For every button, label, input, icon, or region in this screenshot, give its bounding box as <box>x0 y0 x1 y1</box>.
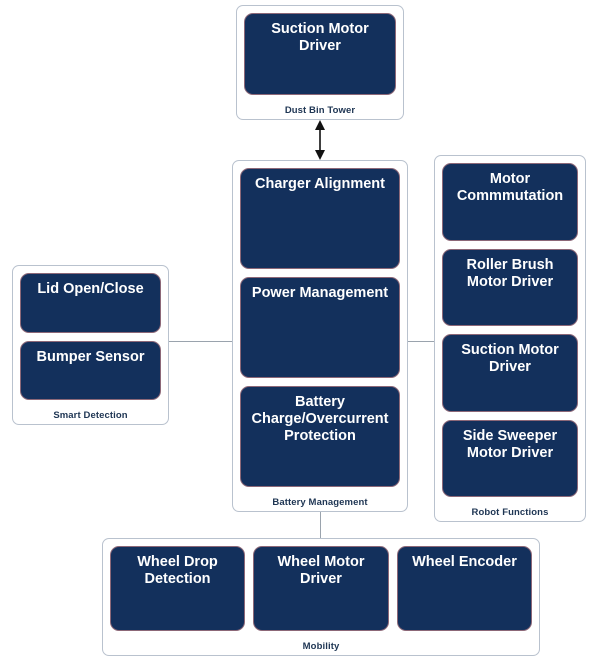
block-wheel-motor-driver[interactable]: Wheel Motor Driver <box>253 546 389 631</box>
block-side-sweeper-motor-driver[interactable]: Side Sweeper Motor Driver <box>442 419 578 497</box>
connector-smart-detection-to-battery-management <box>169 341 232 342</box>
group-label-mobility: Mobility <box>302 641 340 652</box>
block-lid-open-close[interactable]: Lid Open/Close <box>20 273 161 333</box>
connector-battery-management-to-mobility <box>320 512 321 538</box>
block-wheel-drop-detection[interactable]: Wheel Drop Detection <box>110 546 246 631</box>
block-wheel-encoder[interactable]: Wheel Encoder <box>396 546 532 631</box>
group-mobility-blocks: Wheel Drop Detection Wheel Motor Driver … <box>103 539 539 638</box>
group-mobility: Wheel Drop Detection Wheel Motor Driver … <box>102 538 540 656</box>
group-smart-detection: Lid Open/Close Bumper Sensor Smart Detec… <box>12 265 169 425</box>
block-suction-motor-driver-robot-functions[interactable]: Suction Motor Driver <box>442 334 578 412</box>
group-battery-management-blocks: Charger Alignment Power Management Batte… <box>233 161 407 494</box>
block-motor-commutation[interactable]: Motor Commmutation <box>442 163 578 241</box>
group-battery-management: Charger Alignment Power Management Batte… <box>232 160 408 512</box>
group-label-battery-management: Battery Management <box>272 497 368 508</box>
group-smart-detection-blocks: Lid Open/Close Bumper Sensor <box>13 266 168 407</box>
group-robot-functions: Motor Commmutation Roller Brush Motor Dr… <box>434 155 586 522</box>
block-power-management[interactable]: Power Management <box>240 277 400 378</box>
group-robot-functions-blocks: Motor Commmutation Roller Brush Motor Dr… <box>435 156 585 504</box>
block-charger-alignment[interactable]: Charger Alignment <box>240 168 400 269</box>
group-dust-bin-tower: Suction Motor Driver Dust Bin Tower <box>236 5 404 120</box>
group-label-smart-detection: Smart Detection <box>53 410 128 421</box>
group-label-dust-bin-tower: Dust Bin Tower <box>284 105 356 116</box>
block-suction-motor-driver-dust-bin[interactable]: Suction Motor Driver <box>244 13 396 95</box>
connector-dust-bin-tower-to-battery-management <box>313 120 327 160</box>
group-dust-bin-tower-blocks: Suction Motor Driver <box>237 6 403 102</box>
group-label-robot-functions: Robot Functions <box>471 507 549 518</box>
connector-battery-management-to-robot-functions <box>408 341 434 342</box>
block-battery-charge-overcurrent-protection[interactable]: Battery Charge/Overcurrent Protection <box>240 386 400 487</box>
block-roller-brush-motor-driver[interactable]: Roller Brush Motor Driver <box>442 248 578 326</box>
block-bumper-sensor[interactable]: Bumper Sensor <box>20 340 161 400</box>
